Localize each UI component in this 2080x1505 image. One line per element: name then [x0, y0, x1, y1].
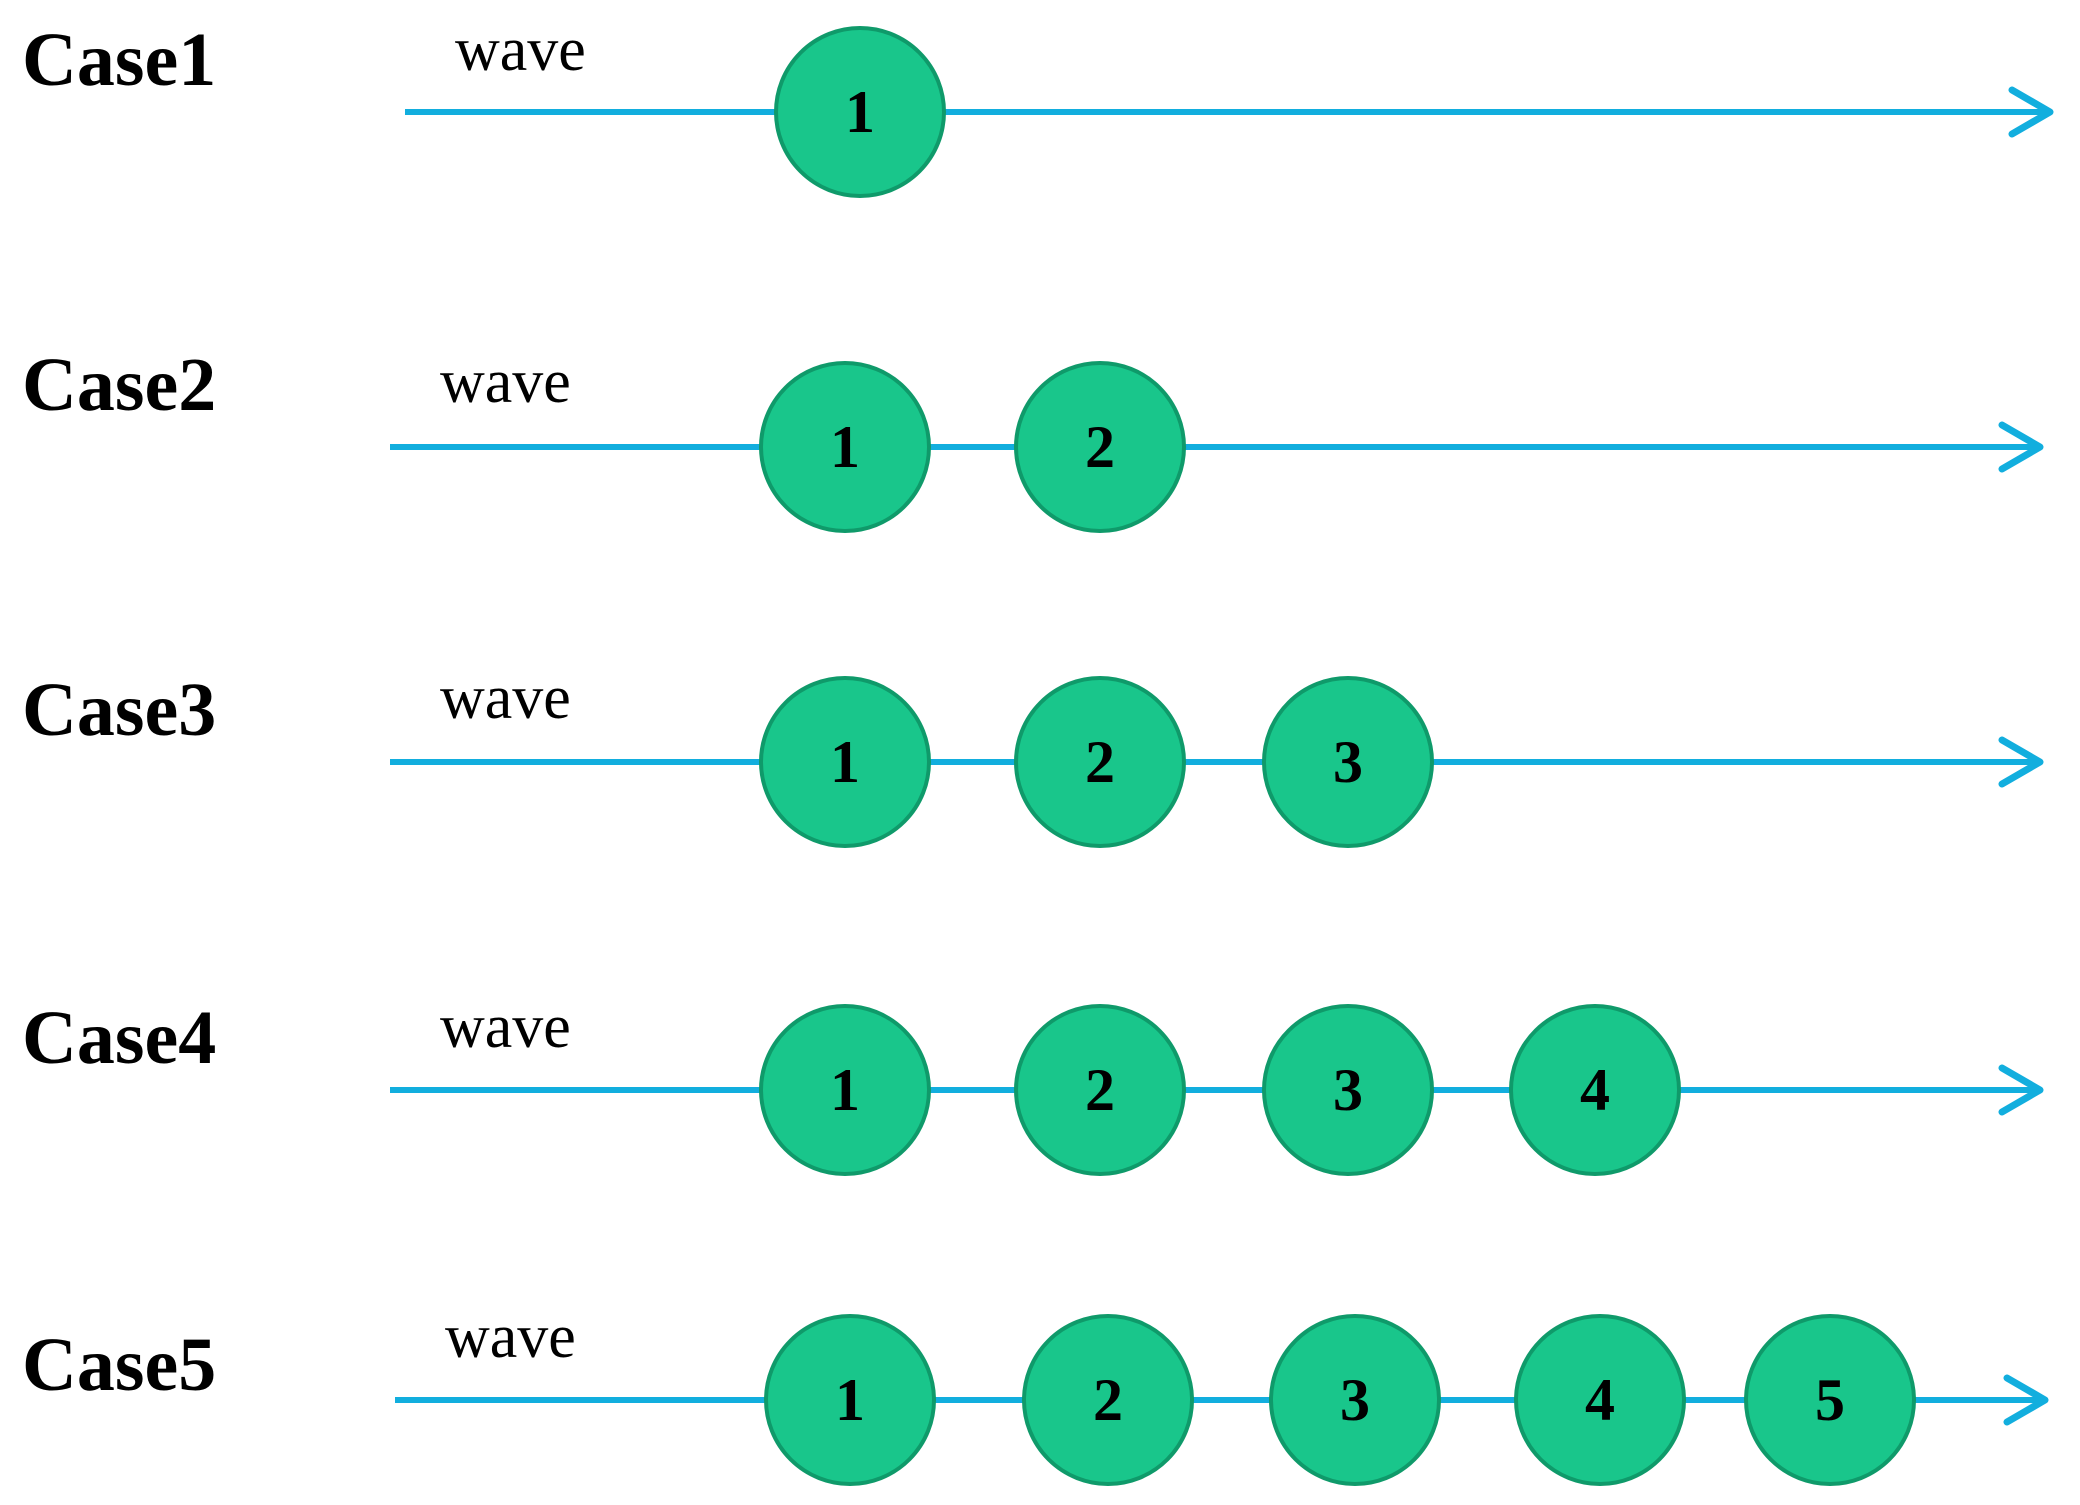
node-number: 3: [1340, 1367, 1370, 1433]
node-number: 2: [1085, 414, 1115, 480]
node-circle: [1014, 676, 1186, 848]
arrow-head-icon: [2008, 86, 2054, 138]
node-number: 1: [830, 1057, 860, 1123]
node-circle: [1262, 1004, 1434, 1176]
node: 1: [764, 1314, 936, 1486]
node: 2: [1014, 1004, 1186, 1176]
node: 2: [1014, 676, 1186, 848]
node: 2: [1014, 361, 1186, 533]
node-number: 2: [1085, 729, 1115, 795]
node-circle: [1744, 1314, 1916, 1486]
wave-label: wave: [440, 348, 571, 416]
node: 1: [774, 26, 946, 198]
wave-label: wave: [440, 664, 571, 732]
node: 4: [1514, 1314, 1686, 1486]
node-circle: [764, 1314, 936, 1486]
wave-label: wave: [440, 993, 571, 1061]
node-circle: [759, 361, 931, 533]
node-number: 3: [1333, 729, 1363, 795]
case-row-2: Case2 wave 1 2: [22, 343, 2044, 533]
node-number: 1: [835, 1367, 865, 1433]
case-label: Case4: [22, 996, 216, 1080]
case-label: Case5: [22, 1323, 216, 1407]
node-number: 2: [1093, 1367, 1123, 1433]
node-number: 4: [1585, 1367, 1615, 1433]
arrow-head-icon: [1998, 421, 2044, 473]
node: 3: [1262, 1004, 1434, 1176]
node: 3: [1262, 676, 1434, 848]
node-circle: [1514, 1314, 1686, 1486]
node: 1: [759, 676, 931, 848]
node-circle: [759, 1004, 931, 1176]
arrow-head-icon: [1998, 1064, 2044, 1116]
case-row-3: Case3 wave 1 2 3: [22, 664, 2044, 848]
case-label: Case1: [22, 18, 216, 102]
node-circle: [1262, 676, 1434, 848]
node-number: 1: [845, 79, 875, 145]
node-number: 3: [1333, 1057, 1363, 1123]
node-circle: [1014, 1004, 1186, 1176]
node-circle: [774, 26, 946, 198]
node: 1: [759, 1004, 931, 1176]
case-row-1: Case1 wave 1: [22, 16, 2054, 198]
node: 1: [759, 361, 931, 533]
node-number: 4: [1580, 1057, 1610, 1123]
node: 5: [1744, 1314, 1916, 1486]
case-row-4: Case4 wave 1 2 3 4: [22, 993, 2044, 1176]
node-circle: [1014, 361, 1186, 533]
node-number: 1: [830, 414, 860, 480]
wave-label: wave: [445, 1303, 576, 1371]
node: 2: [1022, 1314, 1194, 1486]
case-row-5: Case5 wave 1 2 3 4 5: [22, 1303, 2049, 1486]
node-number: 5: [1815, 1367, 1845, 1433]
node-circle: [759, 676, 931, 848]
node-circle: [1022, 1314, 1194, 1486]
arrow-head-icon: [2003, 1374, 2049, 1426]
node-circle: [1269, 1314, 1441, 1486]
case-label: Case3: [22, 668, 216, 752]
node: 3: [1269, 1314, 1441, 1486]
case-label: Case2: [22, 343, 216, 427]
node-number: 1: [830, 729, 860, 795]
node-circle: [1509, 1004, 1681, 1176]
node-number: 2: [1085, 1057, 1115, 1123]
arrow-head-icon: [1998, 736, 2044, 788]
wave-label: wave: [455, 16, 586, 84]
node: 4: [1509, 1004, 1681, 1176]
